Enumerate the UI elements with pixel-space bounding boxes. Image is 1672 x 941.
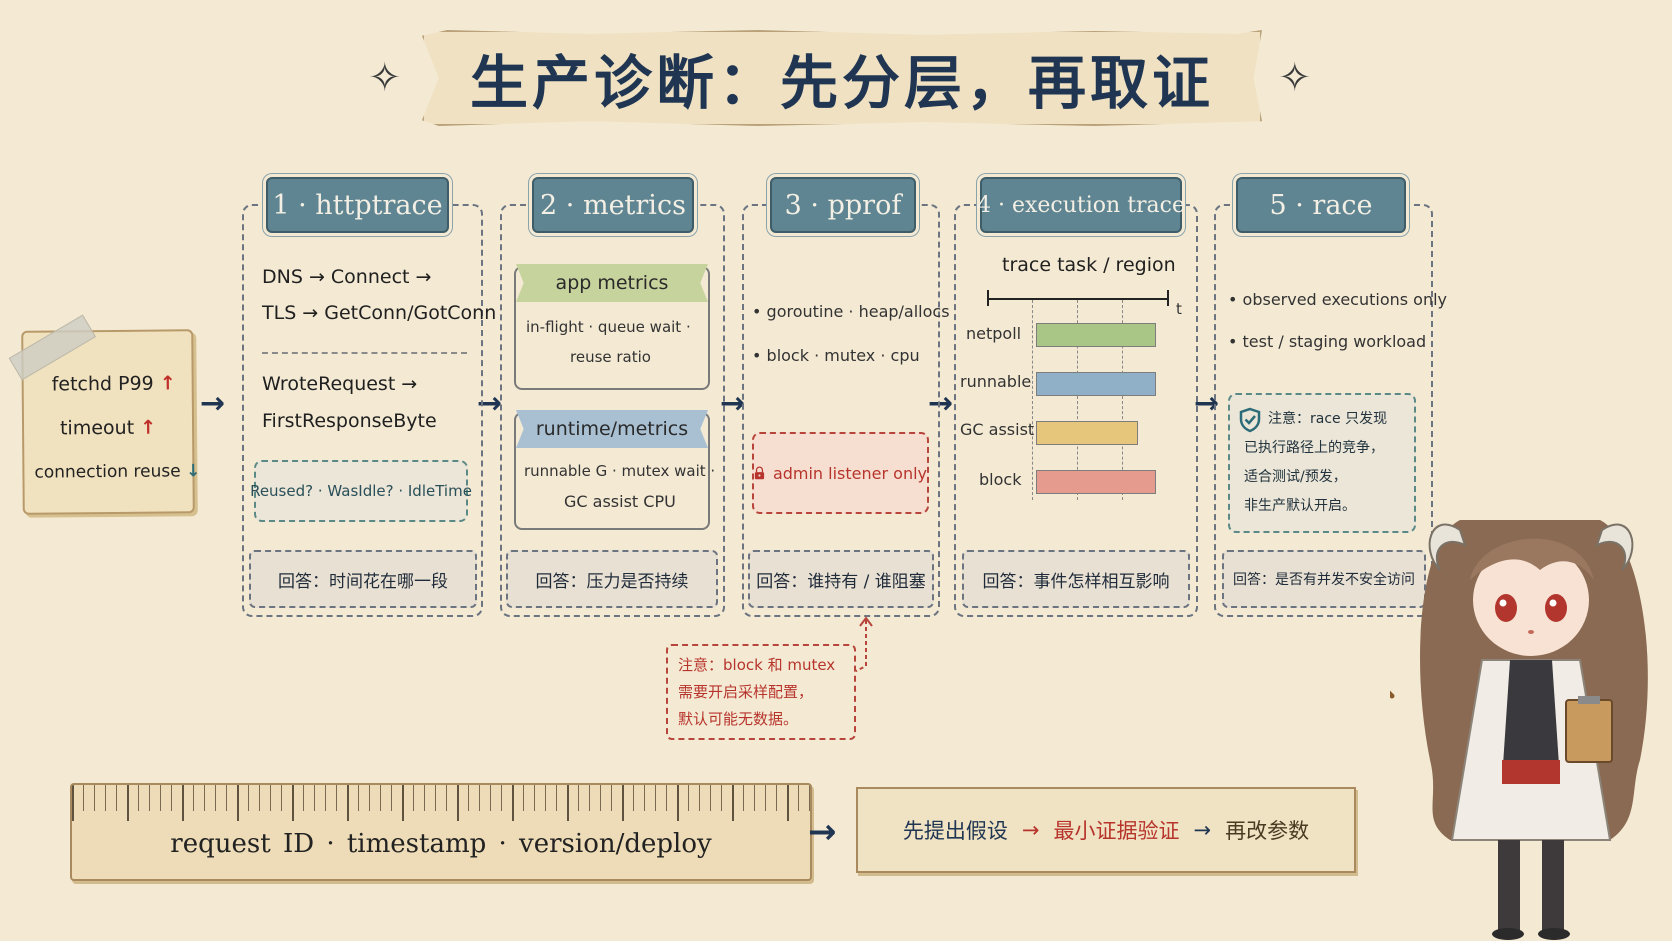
stage-answer: 回答：事件怎样相互影响 [962, 550, 1190, 608]
stage-answer: 回答：是否有并发不安全访问 [1222, 550, 1426, 608]
grid-line [1122, 300, 1123, 500]
arrow-up-icon: ↑ [140, 416, 157, 439]
trace-bar-gc-assist [1036, 421, 1138, 445]
runtime-metrics-ribbon: runtime/metrics [516, 410, 708, 448]
stage-tab-execution-trace: 4 · execution trace [977, 177, 1185, 233]
ruler-label: request ID · timestamp · version/deploy [170, 829, 712, 859]
arrow-down-icon: ↓ [186, 461, 201, 482]
trace-row-label: block [979, 470, 1022, 489]
stage-answer: 回答：压力是否持续 [506, 550, 718, 608]
symptom-note: fetchd P99 ↑ timeout ↑ connection reuse … [8, 314, 201, 515]
grid-line [1032, 300, 1033, 500]
symptom-line: fetchd P99 ↑ [51, 372, 176, 396]
stage-answer: 回答：时间花在哪一段 [249, 550, 477, 608]
shield-check-icon [1239, 407, 1261, 432]
lock-icon [754, 466, 765, 480]
symptom-line: connection reuse ↓ [34, 461, 201, 483]
mascot-illustration [1390, 520, 1648, 940]
flow-arrow-icon: → [808, 812, 837, 852]
trace-row-label: runnable [960, 372, 1032, 391]
app-metrics-ribbon: app metrics [516, 264, 708, 302]
sparkle-icon: ✧ [368, 55, 402, 101]
stage-tab-httptrace: 1 · httptrace [266, 177, 449, 233]
stage-answer: 回答：谁持有 / 谁阻塞 [748, 550, 934, 608]
flow-arrow-icon: → [200, 386, 226, 421]
bullet-icon: • [1228, 332, 1243, 351]
axis-tick [987, 290, 989, 306]
sparkle-icon: ✧ [1278, 55, 1312, 101]
flow-arrow-icon: → [1021, 818, 1040, 842]
reuse-box: Reused? · WasIdle? · IdleTime [250, 460, 472, 522]
divider [262, 352, 467, 354]
sampling-warning-note: 注意：block 和 mutex 需要开启采样配置， 默认可能无数据。 [666, 644, 856, 740]
process-steps: 先提出假设 → 最小证据验证 → 再改参数 [856, 787, 1356, 873]
race-notice: 注意：race 只发现 已执行路径上的竞争， 适合测试/预发， 非生产默认开启。 [1228, 393, 1416, 533]
stage-tab-metrics: 2 · metrics [532, 177, 694, 233]
title-banner: 生产诊断：先分层，再取证 [422, 30, 1262, 126]
axis-tick [1167, 290, 1169, 306]
grid-line [1077, 300, 1078, 500]
stage-tab-race: 5 · race [1236, 177, 1406, 233]
bullet-icon: • [1228, 290, 1243, 309]
trace-bar-netpoll [1036, 323, 1156, 347]
trace-bar-block [1036, 470, 1156, 494]
trace-row-label: GC assist [960, 420, 1035, 439]
timeline-axis [987, 298, 1169, 300]
correlation-ruler: request ID · timestamp · version/deploy [70, 783, 812, 881]
ruler-ticks [72, 785, 810, 821]
bullet-icon: • [752, 302, 767, 321]
flow-arrow-icon: → [928, 386, 954, 421]
flow-arrow-icon: → [1193, 818, 1212, 842]
admin-listener-box: admin listener only [752, 432, 929, 514]
bullet-icon: • [752, 346, 767, 365]
stage-tab-pprof: 3 · pprof [770, 177, 916, 233]
axis-label: t [1176, 300, 1182, 318]
note-connector [853, 616, 873, 673]
page-title: 生产诊断：先分层，再取证 [469, 49, 1214, 117]
trace-bar-runnable [1036, 372, 1156, 396]
arrow-up-icon: ↑ [159, 372, 176, 395]
symptom-line: timeout ↑ [59, 416, 157, 440]
trace-row-label: netpoll [966, 324, 1022, 343]
